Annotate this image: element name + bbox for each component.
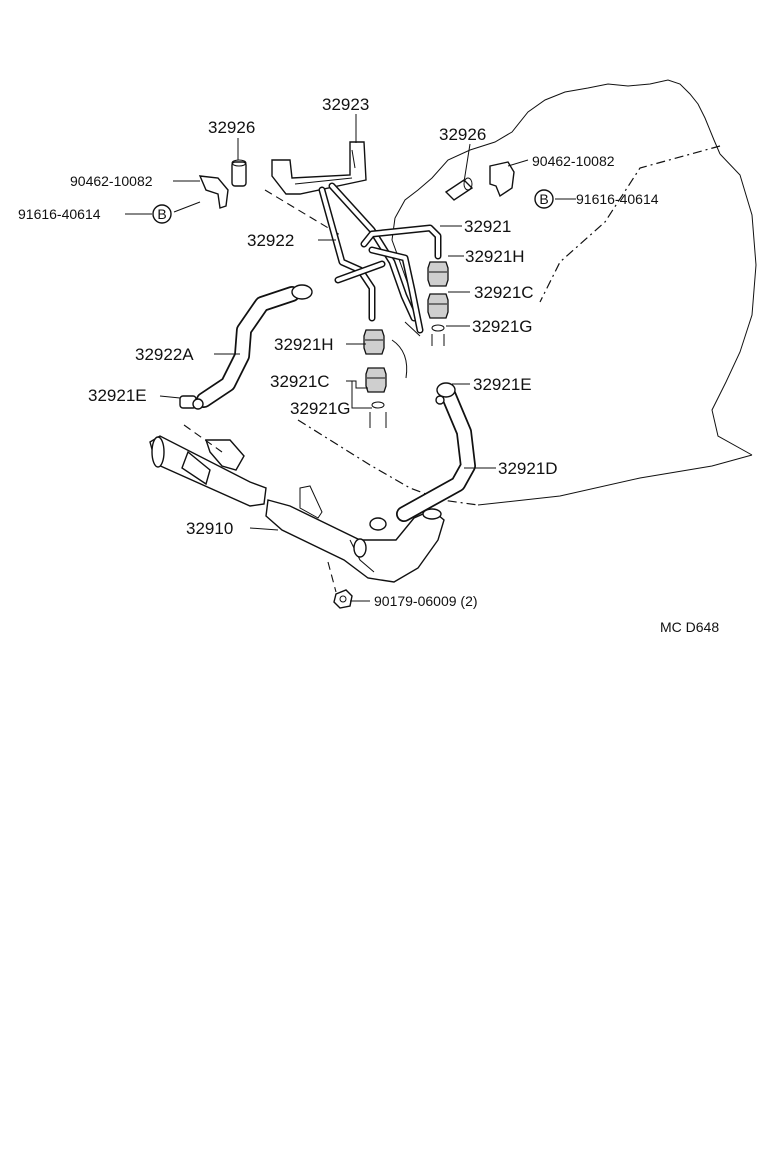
pipe-32921: [360, 224, 442, 334]
svg-text:B: B: [539, 191, 548, 207]
pipe-end-right: [404, 321, 421, 337]
label-91616-right: 91616-40614: [576, 191, 659, 207]
cooler-pipe-32910: [149, 435, 445, 583]
gasket-32921G-center: [369, 339, 408, 428]
diagram-code: MC D648: [660, 619, 719, 635]
dash-leader-32910: [183, 424, 223, 453]
marker-b-left: B: [152, 204, 172, 224]
label-32923: 32923: [322, 95, 369, 114]
transmission-outline: [297, 79, 757, 506]
label-90179: 90179-06009 (2): [374, 593, 478, 609]
leader-lines: [125, 114, 576, 602]
pipe-32922: [318, 182, 418, 322]
hose-32922A: [179, 284, 313, 410]
label-32921: 32921: [464, 217, 511, 236]
label-32921C-center: 32921C: [270, 372, 330, 391]
fitting-32921C-center: [365, 367, 387, 393]
svg-text:B: B: [157, 206, 166, 222]
label-32921G-right: 32921G: [472, 317, 533, 336]
label-90462-right: 90462-10082: [532, 153, 615, 169]
label-32922: 32922: [247, 231, 294, 250]
label-32922A: 32922A: [135, 345, 194, 364]
clamp-32926-left: [231, 159, 247, 187]
gasket-32921G-right: [431, 324, 445, 346]
marker-b-right: B: [534, 189, 554, 209]
label-32921H-right: 32921H: [465, 247, 525, 266]
leader-32923-dash: [264, 189, 341, 236]
label-90462-left: 90462-10082: [70, 173, 153, 189]
label-32921D: 32921D: [498, 459, 558, 478]
dash-leader-90179: [327, 561, 337, 593]
hose-32921D: [396, 382, 476, 522]
nut-90179: [333, 589, 353, 609]
clamp-32926-right: [444, 177, 474, 201]
label-32926-left: 32926: [208, 118, 255, 137]
fitting-32921H-center: [363, 329, 385, 355]
bracket-90462-left: [198, 175, 229, 209]
label-32921H-center: 32921H: [274, 335, 334, 354]
bracket-90462-right: [489, 161, 515, 198]
label-91616-left: 91616-40614: [18, 206, 101, 222]
fitting-32921C-right: [427, 293, 449, 319]
label-32910: 32910: [186, 519, 233, 538]
label-32926-right: 32926: [439, 125, 486, 144]
label-32921E-right: 32921E: [473, 375, 532, 394]
bracket-32923: [271, 128, 367, 195]
label-32921G-center: 32921G: [290, 399, 351, 418]
label-32921E-left: 32921E: [88, 386, 147, 405]
label-32921C-right: 32921C: [474, 283, 534, 302]
fitting-32921H-right: [427, 261, 449, 287]
